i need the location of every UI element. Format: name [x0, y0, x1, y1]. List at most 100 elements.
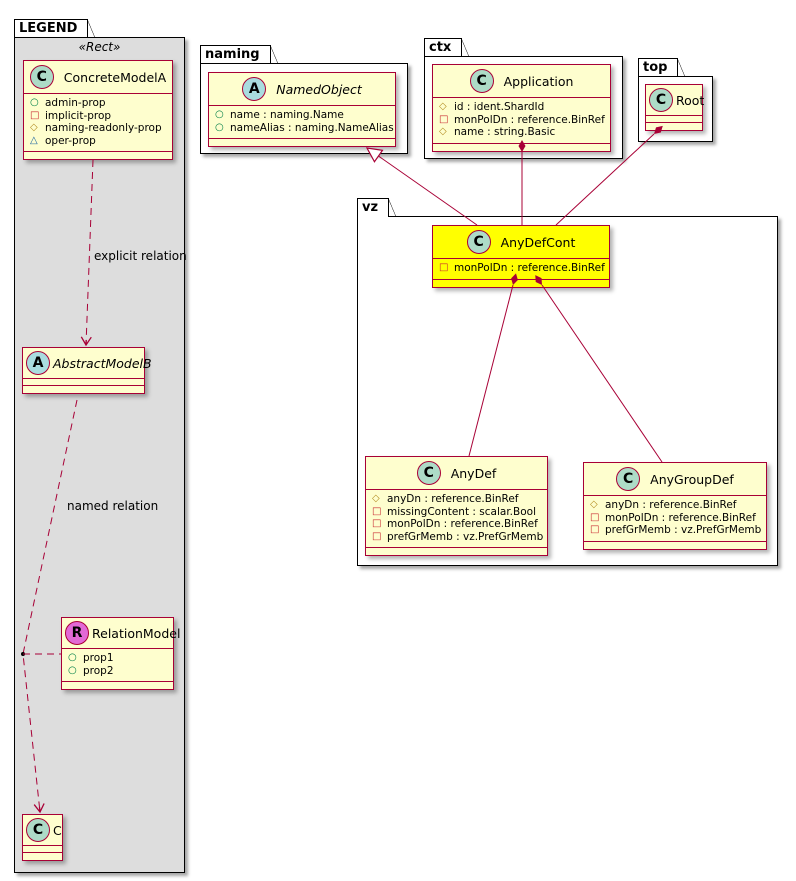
class-application[interactable]: C Application ◇id : ident.ShardId □ monPo…	[432, 64, 611, 152]
protected-visibility-icon: ◇	[30, 122, 38, 133]
package-tab-ctx: ctx	[424, 38, 470, 57]
attribute-list: ◇id : ident.ShardId □ monPolDn : referenc…	[433, 98, 610, 144]
method-list	[24, 152, 172, 159]
attribute: ◇naming-readonly-prop	[30, 122, 166, 135]
attribute-text: oper-prop	[45, 134, 96, 147]
class-header: C ConcreteModelA	[24, 61, 172, 94]
class-header: C Application	[433, 65, 610, 98]
package-tab-vz: vz	[357, 198, 397, 217]
attribute: ○prop2	[68, 665, 167, 678]
class-header: C C	[23, 815, 62, 846]
package-tab-legend: LEGEND	[14, 19, 96, 38]
class-name: AnyGroupDef	[650, 471, 734, 487]
attribute-list: ○name : naming.Name ○nameAlias : naming.…	[209, 106, 395, 139]
class-root[interactable]: C Root	[645, 84, 704, 131]
class-any-def[interactable]: C AnyDef ◇ anyDn : reference.BinRef □miss…	[365, 456, 548, 556]
method-list	[646, 123, 702, 130]
class-name: NamedObject	[276, 81, 362, 97]
abstract-a-icon: A	[26, 351, 50, 375]
attribute: □ monPolDn : reference.BinRef	[590, 512, 760, 525]
method-list	[584, 542, 766, 549]
private-visibility-icon: □	[372, 505, 382, 517]
attribute-text: monPolDn : reference.BinRef	[605, 511, 756, 524]
class-relation-model[interactable]: R RelationModel ○prop1 ○prop2	[61, 617, 180, 690]
class-c-icon: C	[416, 461, 441, 485]
attribute-text: prefGrMemb : vz.PrefGrMemb	[387, 530, 544, 543]
class-header: C Root	[646, 85, 704, 116]
class-name: RelationModel	[92, 625, 181, 641]
protected-visibility-icon: ◇	[590, 499, 598, 510]
package-visibility-icon: △	[30, 134, 38, 146]
attribute-list: □monPolDn : reference.BinRef	[433, 259, 609, 280]
explicit-relation-label: explicit relation	[94, 249, 187, 263]
attribute-text: admin-prop	[45, 97, 106, 109]
package-legend: «Rect»	[14, 37, 185, 873]
attribute: ○nameAlias : naming.NameAlias	[215, 122, 394, 135]
attribute-text: prefGrMemb : vz.PrefGrMemb	[605, 524, 762, 536]
class-name: C	[53, 822, 62, 838]
class-concrete-model-a[interactable]: C ConcreteModelA ○ admin-prop □ implicit-p…	[23, 60, 173, 160]
attribute: ◇id : ident.ShardId	[439, 101, 604, 114]
private-visibility-icon: □	[439, 262, 449, 273]
attribute: ◇anyDn : reference.BinRef	[590, 499, 760, 512]
method-list	[433, 280, 609, 287]
class-c-icon: C	[29, 65, 54, 89]
method-list	[433, 144, 610, 151]
method-list	[366, 548, 547, 555]
attribute: □ monPolDn : reference.BinRef	[372, 518, 541, 531]
protected-visibility-icon: ◇	[439, 126, 447, 137]
legend-stereotype: «Rect»	[78, 40, 121, 54]
attribute: □ implicit-prop	[30, 110, 166, 123]
attribute-text: prop1	[83, 652, 114, 664]
attribute-text: implicit-prop	[45, 109, 112, 122]
package-tab-naming: naming	[200, 45, 278, 64]
protected-visibility-icon: ◇	[372, 493, 380, 504]
attribute: □ monPolDn : reference.BinRef	[439, 113, 605, 127]
attribute-list	[23, 379, 144, 386]
class-c[interactable]: C C	[22, 814, 63, 861]
attribute-text: name : string.Basic	[454, 126, 556, 138]
private-visibility-icon: □	[372, 530, 382, 542]
class-c-icon: C	[26, 818, 50, 842]
class-header: C AnyGroupDef	[584, 463, 766, 496]
attribute-text: monPolDn : reference.BinRef	[387, 518, 538, 530]
class-any-group-def[interactable]: C AnyGroupDef ◇anyDn : reference.BinRef …	[583, 462, 767, 550]
class-name: AnyDef	[450, 465, 497, 481]
named-relation-label: named relation	[67, 499, 159, 513]
attribute-text: nameAlias : naming.NameAlias	[230, 121, 394, 134]
class-header: A NamedObject	[209, 73, 395, 106]
attribute-text: prop2	[83, 664, 114, 677]
attribute-list	[23, 846, 62, 853]
attribute: ○name : naming.Name	[215, 109, 389, 122]
attribute-text: anyDn : reference.BinRef	[387, 493, 519, 505]
method-list	[23, 853, 62, 860]
attribute: □monPolDn : reference.BinRef	[439, 262, 605, 275]
private-visibility-icon: □	[372, 518, 382, 529]
class-name: AbstractModelB	[53, 355, 152, 371]
public-visibility-icon: ○	[215, 109, 224, 120]
attribute: □prefGrMemb : vz.PrefGrMemb	[590, 524, 762, 537]
attribute: ○ prop1	[68, 652, 167, 665]
class-any-def-cont[interactable]: C AnyDefCont □monPolDn : reference.BinRe…	[432, 225, 610, 288]
attribute: □missingContent : scalar.Bool	[372, 506, 541, 519]
class-c-icon: C	[649, 88, 673, 112]
class-name: Application	[503, 73, 574, 89]
attribute-list: ○ admin-prop □ implicit-prop ◇naming-reado…	[24, 94, 172, 152]
class-header: C AnyDefCont	[433, 226, 609, 259]
attribute: ○ admin-prop	[30, 97, 166, 110]
class-abstract-model-b[interactable]: A AbstractModelB	[22, 347, 152, 394]
attribute-list: ◇ anyDn : reference.BinRef □missingConten…	[366, 490, 547, 548]
public-visibility-icon: ○	[30, 97, 39, 108]
private-visibility-icon: □	[439, 113, 449, 125]
class-c-icon: C	[466, 230, 491, 254]
class-header: C AnyDef	[366, 457, 547, 490]
attribute: □ prefGrMemb : vz.PrefGrMemb	[372, 530, 544, 544]
method-list	[209, 139, 395, 146]
private-visibility-icon: □	[590, 511, 600, 523]
class-named-object[interactable]: A NamedObject ○name : naming.Name ○nameA…	[208, 72, 396, 147]
class-name: AnyDefCont	[500, 234, 576, 250]
private-visibility-icon: □	[30, 109, 40, 121]
public-visibility-icon: ○	[68, 652, 77, 663]
attribute: ◇ name : string.Basic	[439, 126, 604, 139]
attribute-text: monPolDn : reference.BinRef	[454, 113, 605, 126]
